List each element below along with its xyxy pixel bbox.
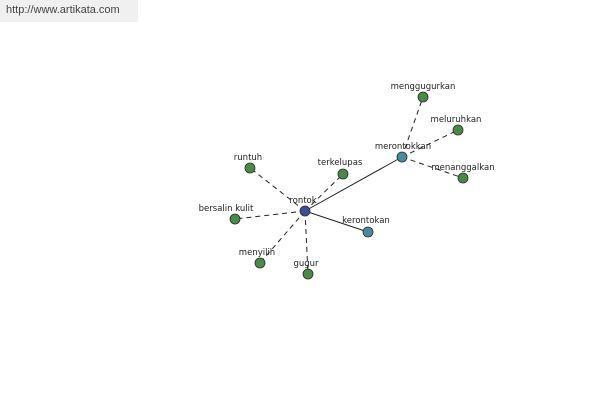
node-meluruhkan[interactable] [452,124,464,136]
edge-rontok-kerontokan [304,210,369,233]
node-merontokkan[interactable] [396,151,408,163]
node-menyilih[interactable] [254,257,266,269]
node-label-merontokkan[interactable]: merontokkan [375,142,431,152]
labels-layer: rontok merontokkan kerontokan runtuh terkelu… [199,82,495,269]
edge-merontokkan-menggugurkan [401,96,424,158]
node-label-kerontokan[interactable]: kerontokan [342,216,390,226]
node-gugur[interactable] [302,268,314,280]
node-runtuh[interactable] [244,162,256,174]
edge-rontok-merontokkan [304,156,403,212]
node-label-gugur[interactable]: gugur [293,259,319,269]
node-kerontokan[interactable] [362,226,374,238]
node-rontok[interactable] [299,205,311,217]
edges-layer [234,96,464,275]
node-label-menanggalkan[interactable]: menanggalkan [431,163,494,173]
node-label-bersalin-kulit[interactable]: bersalin kulit [199,204,254,214]
node-label-menggugurkan[interactable]: menggugurkan [391,82,456,92]
edge-rontok-runtuh [249,167,306,212]
edge-rontok-bersalin-kulit [234,210,306,220]
node-label-rontok[interactable]: rontok [289,196,316,206]
node-label-terkelupas[interactable]: terkelupas [318,158,363,168]
source-url-label[interactable]: http://www.artikata.com [0,0,138,22]
node-label-menyilih[interactable]: menyilih [239,248,275,258]
node-label-runtuh[interactable]: runtuh [234,153,262,163]
edge-rontok-menyilih [259,210,306,264]
edge-merontokkan-meluruhkan [401,129,459,158]
node-menanggalkan[interactable] [457,172,469,184]
edge-rontok-gugur [304,210,309,275]
node-bersalin-kulit[interactable] [229,213,241,225]
node-terkelupas[interactable] [337,168,349,180]
node-menggugurkan[interactable] [417,91,429,103]
node-label-meluruhkan[interactable]: meluruhkan [431,115,482,125]
nodes-layer [229,91,469,280]
edge-merontokkan-menanggalkan [401,156,464,179]
